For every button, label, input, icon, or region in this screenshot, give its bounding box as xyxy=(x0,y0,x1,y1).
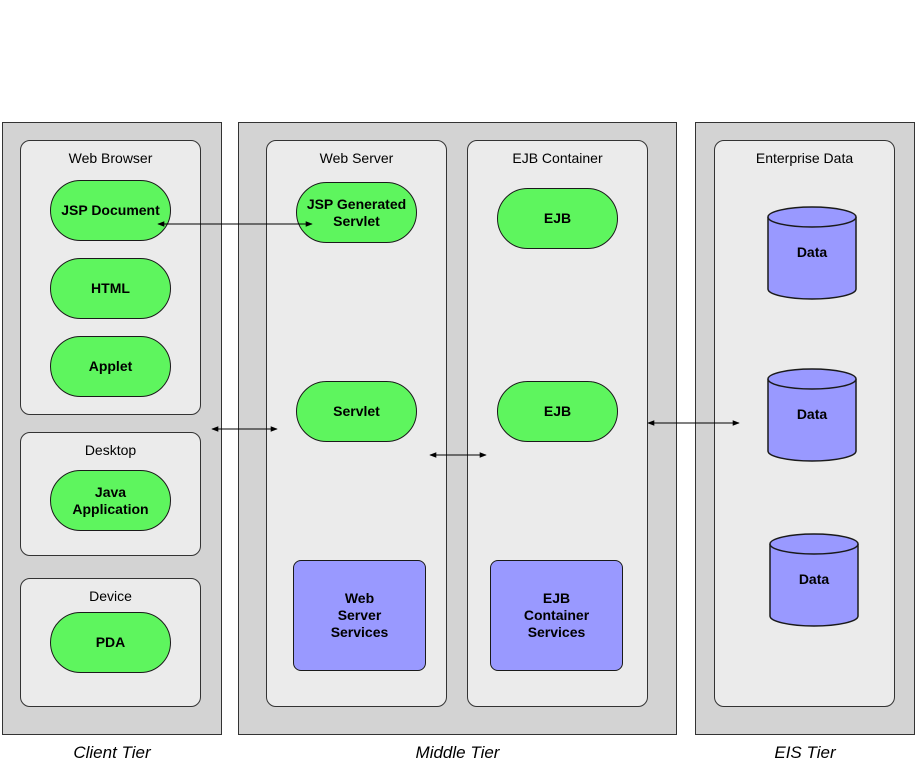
middle-tier-label: Middle Tier xyxy=(415,743,500,762)
data-store-2: Data xyxy=(767,368,857,462)
data-label-2: Data xyxy=(796,406,828,422)
client-tier-label: Client Tier xyxy=(73,743,151,762)
ejb-node-2: EJB xyxy=(497,381,618,442)
data-label-3: Data xyxy=(798,571,830,587)
data-store-3: Data xyxy=(769,533,859,627)
ejb-node-1: EJB xyxy=(497,188,618,249)
data-label-1: Data xyxy=(796,244,828,260)
web-server-title: Web Server xyxy=(319,150,394,166)
java-application-node: Java Application xyxy=(50,470,171,531)
database-icon xyxy=(767,206,857,300)
jsp-document-node: JSP Document xyxy=(50,180,171,241)
eis-tier-label: EIS Tier xyxy=(774,743,836,762)
web-server-services-node: Web Server Services xyxy=(293,560,426,671)
jsp-generated-servlet-node: JSP Generated Servlet xyxy=(296,182,417,243)
device-title: Device xyxy=(89,588,132,604)
ejb-container-title: EJB Container xyxy=(512,150,603,166)
applet-node: Applet xyxy=(50,336,171,397)
ejb-container-services-node: EJB Container Services xyxy=(490,560,623,671)
html-node: HTML xyxy=(50,258,171,319)
database-icon xyxy=(767,368,857,462)
database-icon xyxy=(769,533,859,627)
data-store-1: Data xyxy=(767,206,857,300)
web-browser-title: Web Browser xyxy=(68,150,153,166)
desktop-title: Desktop xyxy=(84,442,137,458)
pda-node: PDA xyxy=(50,612,171,673)
servlet-node: Servlet xyxy=(296,381,417,442)
enterprise-data-title: Enterprise Data xyxy=(755,150,854,166)
